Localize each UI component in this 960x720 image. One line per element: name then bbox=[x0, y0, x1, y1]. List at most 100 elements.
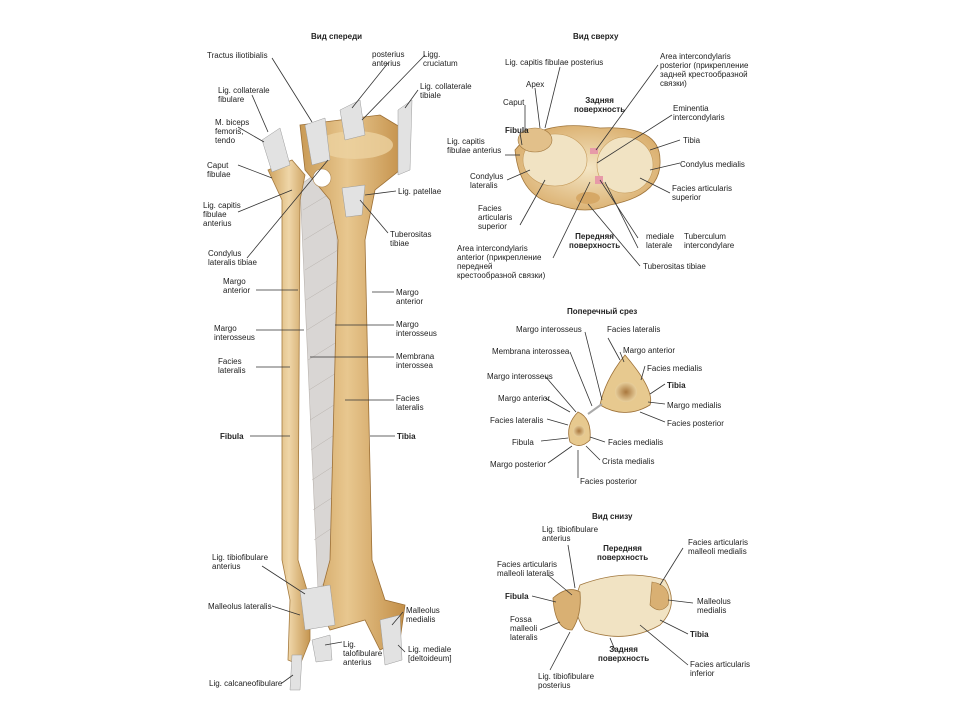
label-zadnyaya-bottom: Задняя поверхность bbox=[598, 645, 650, 663]
label-margo-med: Margo medialis bbox=[667, 401, 722, 410]
label-condylus-lat: Condylus lateralis tibiae bbox=[208, 249, 257, 267]
label-lig-coll-tib: Lig. collaterale tibiale bbox=[420, 82, 472, 100]
label-fibula-cross: Fibula bbox=[512, 438, 534, 447]
bottom-leaders bbox=[531, 544, 694, 671]
label-lig-cap-ant-top: Lig. capitis fibulae anterius bbox=[447, 137, 502, 155]
label-facies-lat-top: Facies lateralis bbox=[607, 325, 661, 334]
fibula-inferior bbox=[552, 589, 581, 631]
label-facies-mall-lat: Facies articularis malleoli lateralis bbox=[497, 560, 558, 578]
title-front: Вид спереди bbox=[311, 32, 363, 41]
label-lig-patellae: Lig. patellae bbox=[398, 187, 442, 196]
cruciate-ligaments bbox=[339, 99, 366, 141]
label-tibia-bottom: Tibia bbox=[690, 630, 709, 639]
label-lig-mediale: Lig. mediale [deltoideum] bbox=[408, 645, 452, 663]
label-facies-mall-med: Facies articularis malleoli medialis bbox=[688, 538, 749, 556]
label-margo-inter-top: Margo interosseus bbox=[516, 325, 582, 334]
label-lig-tibiofib-ant: Lig. tibiofibulare anterius bbox=[212, 553, 269, 571]
label-malleolus-lat: Malleolus lateralis bbox=[208, 602, 272, 611]
label-condylus-lat-top: Condylus lateralis bbox=[470, 172, 504, 190]
label-lig-calcaneofib: Lig. calcaneofibulare bbox=[209, 679, 283, 688]
label-apex: Apex bbox=[526, 80, 545, 89]
label-tibia-front: Tibia bbox=[397, 432, 416, 441]
label-facies-lat-l-cross: Facies lateralis bbox=[490, 416, 544, 425]
label-fibula-front: Fibula bbox=[220, 432, 244, 441]
cross-section bbox=[568, 354, 652, 446]
label-membrana-cross: Membrana interossea bbox=[492, 347, 570, 356]
label-margo-inter-l: Margo interosseus bbox=[214, 324, 255, 342]
label-margo-ant-top: Margo anterior bbox=[623, 346, 676, 355]
front-leaders bbox=[237, 54, 426, 684]
label-zadnyaya-top: Задняя поверхность bbox=[574, 96, 626, 114]
title-bottom: Вид снизу bbox=[592, 512, 633, 521]
label-perednyaya-top: Передняя поверхность bbox=[569, 232, 621, 250]
label-margo-inter-r: Margo interosseus bbox=[396, 320, 437, 338]
cross-leaders bbox=[540, 331, 666, 478]
label-ligg-cruc: Ligg. cruciatum bbox=[423, 50, 458, 68]
label-area-ant: Area intercondylaris anterior (прикрепле… bbox=[457, 244, 546, 280]
malleolus-medialis-shape bbox=[649, 581, 669, 611]
label-facies-lat-l: Facies lateralis bbox=[218, 357, 246, 375]
label-margo-ant-r: Margo anterior bbox=[396, 288, 424, 306]
label-lig-cap-ant: Lig. capitis fibulae anterius bbox=[203, 201, 241, 228]
label-biceps: M. biceps femoris, tendo bbox=[215, 118, 250, 145]
label-margo-inter-2: Margo interosseus bbox=[487, 372, 553, 381]
label-tibia-cross: Tibia bbox=[667, 381, 686, 390]
label-membrana-front: Membrana interossea bbox=[396, 352, 435, 370]
label-fibula-top: Fibula bbox=[505, 126, 529, 135]
top-view bbox=[514, 125, 661, 211]
anterior-tibiofibular-ligament bbox=[299, 584, 336, 631]
label-condylus-med: Condylus medialis bbox=[680, 160, 745, 169]
calcaneofibular-ligament bbox=[289, 654, 303, 691]
label-tractus: Tractus iliotibialis bbox=[207, 51, 268, 60]
label-facies-med-top: Facies medialis bbox=[647, 364, 703, 373]
label-tuberculum: Tuberculum intercondylare bbox=[684, 232, 735, 250]
label-lig-talofib: Lig. talofibulare anterius bbox=[343, 640, 383, 667]
title-cross: Поперечный срез bbox=[567, 307, 638, 316]
label-fibula-bottom: Fibula bbox=[505, 592, 529, 601]
title-top: Вид сверху bbox=[573, 32, 619, 41]
label-tibia-top: Tibia bbox=[683, 136, 701, 145]
label-tuberositas-front: Tuberositas tibiae bbox=[390, 230, 432, 248]
label-facies-med-b: Facies medialis bbox=[608, 438, 664, 447]
label-fossa: Fossa malleoli lateralis bbox=[510, 615, 538, 642]
tractus-iliotibialis bbox=[304, 117, 331, 166]
patellar-ligament bbox=[341, 184, 366, 218]
label-margo-ant-l-cross: Margo anterior bbox=[498, 394, 551, 403]
bottom-view bbox=[552, 574, 672, 637]
collateral-tibial-ligament bbox=[397, 99, 413, 176]
front-view bbox=[261, 99, 413, 691]
label-facies-lat-r: Facies lateralis bbox=[396, 394, 424, 412]
label-facies-post-b: Facies posterior bbox=[580, 477, 637, 486]
label-facies-art-sup-l: Facies articularis superior bbox=[478, 204, 513, 231]
label-lig-cap-post: Lig. capitis fibulae posterius bbox=[505, 58, 604, 67]
condylus-medialis-surface bbox=[596, 136, 654, 194]
label-margo-ant-l: Margo anterior bbox=[223, 277, 251, 295]
fibula-head-top bbox=[517, 127, 553, 153]
top-leaders bbox=[505, 64, 681, 267]
label-perednyaya-bottom: Передняя поверхность bbox=[597, 544, 649, 562]
label-medial-lateral: mediale laterale bbox=[646, 232, 675, 250]
label-eminentia: Eminentia intercondylaris bbox=[673, 104, 725, 122]
label-malleolus-med-bottom: Malleolus medialis bbox=[697, 597, 731, 615]
label-caput-top: Caput bbox=[503, 98, 525, 107]
label-lig-tibiofib-post: Lig. tibiofibulare posterius bbox=[538, 672, 595, 690]
label-caput-fib: Caput fibulae bbox=[207, 161, 231, 179]
talofibular-ligament bbox=[311, 634, 333, 663]
label-tuberositas-top: Tuberositas tibiae bbox=[643, 262, 706, 271]
label-post-ant: posterius anterius bbox=[372, 50, 405, 68]
label-lig-coll-fib: Lig. collaterale fibulare bbox=[218, 86, 270, 104]
tibia-inferior bbox=[575, 574, 672, 637]
label-facies-inf: Facies articularis inferior bbox=[690, 660, 751, 678]
fibula-bone bbox=[267, 159, 311, 666]
medial-deltoid-ligament bbox=[379, 614, 403, 666]
label-facies-post-r: Facies posterior bbox=[667, 419, 724, 428]
label-lig-tibiofib-ant-bottom: Lig. tibiofibulare anterius bbox=[542, 525, 599, 543]
collateral-fibular-ligament bbox=[261, 127, 291, 173]
label-crista: Crista medialis bbox=[602, 457, 655, 466]
label-facies-art-sup-r: Facies articularis superior bbox=[672, 184, 733, 202]
label-area-post: Area intercondylaris posterior (прикрепл… bbox=[660, 52, 749, 88]
label-margo-post: Margo posterior bbox=[490, 460, 547, 469]
label-malleolus-med: Malleolus medialis bbox=[406, 606, 440, 624]
